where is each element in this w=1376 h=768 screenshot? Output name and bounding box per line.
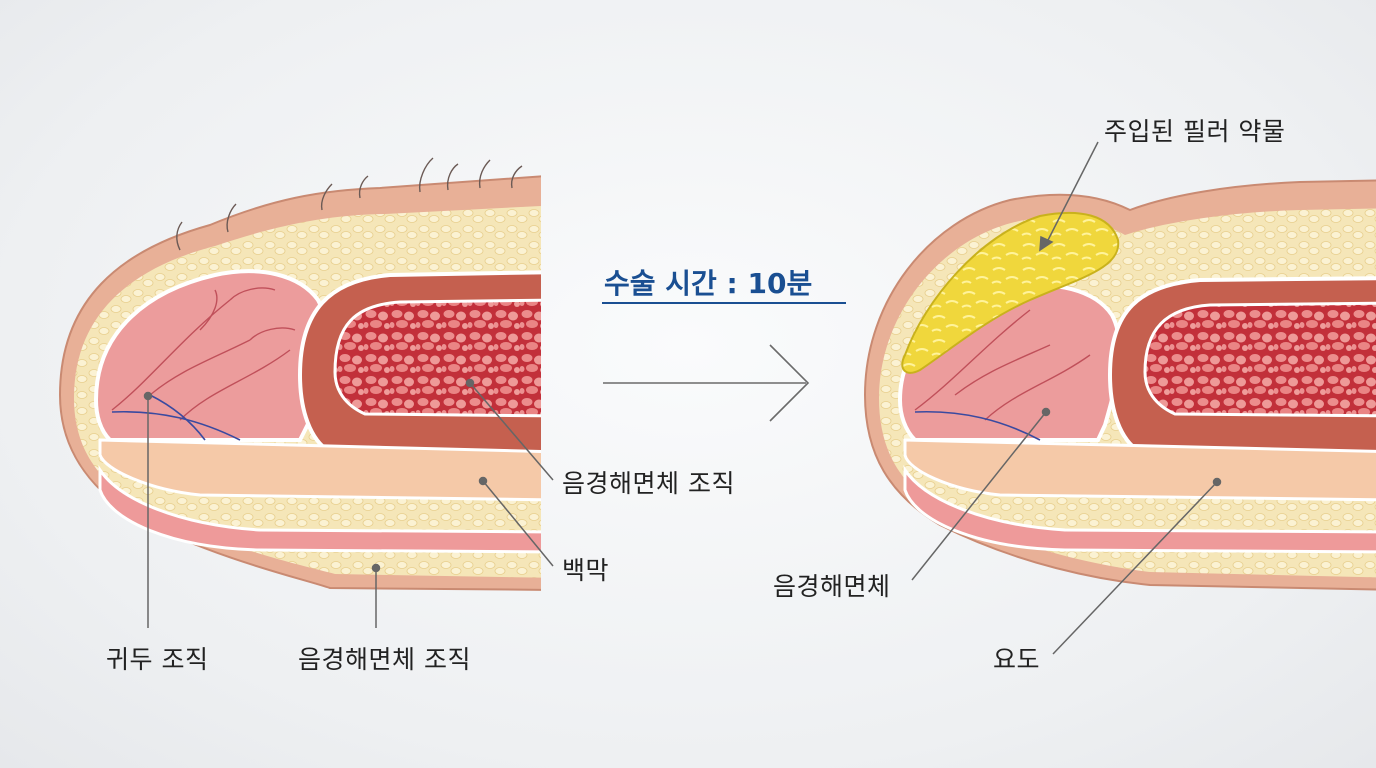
- before-cross-section: [58, 157, 541, 591]
- after-cross-section: [863, 179, 1376, 591]
- before-leader-lines: [143, 378, 554, 628]
- label-urethra: 요도: [993, 645, 1041, 674]
- urethra-after: [903, 465, 1376, 554]
- label-cavernosum: 음경해면체: [773, 572, 891, 601]
- filler-deposit: [901, 211, 1120, 374]
- after-leader-lines: [911, 141, 1222, 655]
- glans-veins: [111, 287, 296, 421]
- urethra-channel: [98, 465, 541, 554]
- label-cavernosum-tissue-right: 음경해면체 조직: [562, 469, 735, 498]
- arrow-right-icon: [603, 344, 810, 422]
- corpus-cavernosum: [333, 298, 541, 418]
- label-cavernosum-tissue-bottom: 음경해면체 조직: [298, 645, 471, 674]
- label-glans-tissue: 귀두 조직: [106, 645, 209, 674]
- label-tunica: 백막: [562, 556, 610, 585]
- corpus-cavernosum-after: [1143, 301, 1376, 418]
- hairs: [176, 157, 523, 251]
- glans-blue-veins: [111, 394, 241, 441]
- spongiosum-band: [98, 438, 541, 502]
- label-injected-filler: 주입된 필러 약물: [1104, 117, 1286, 146]
- surgery-time-label: 수술 시간 : 10분: [604, 267, 813, 300]
- surgery-time-underline: [602, 302, 846, 304]
